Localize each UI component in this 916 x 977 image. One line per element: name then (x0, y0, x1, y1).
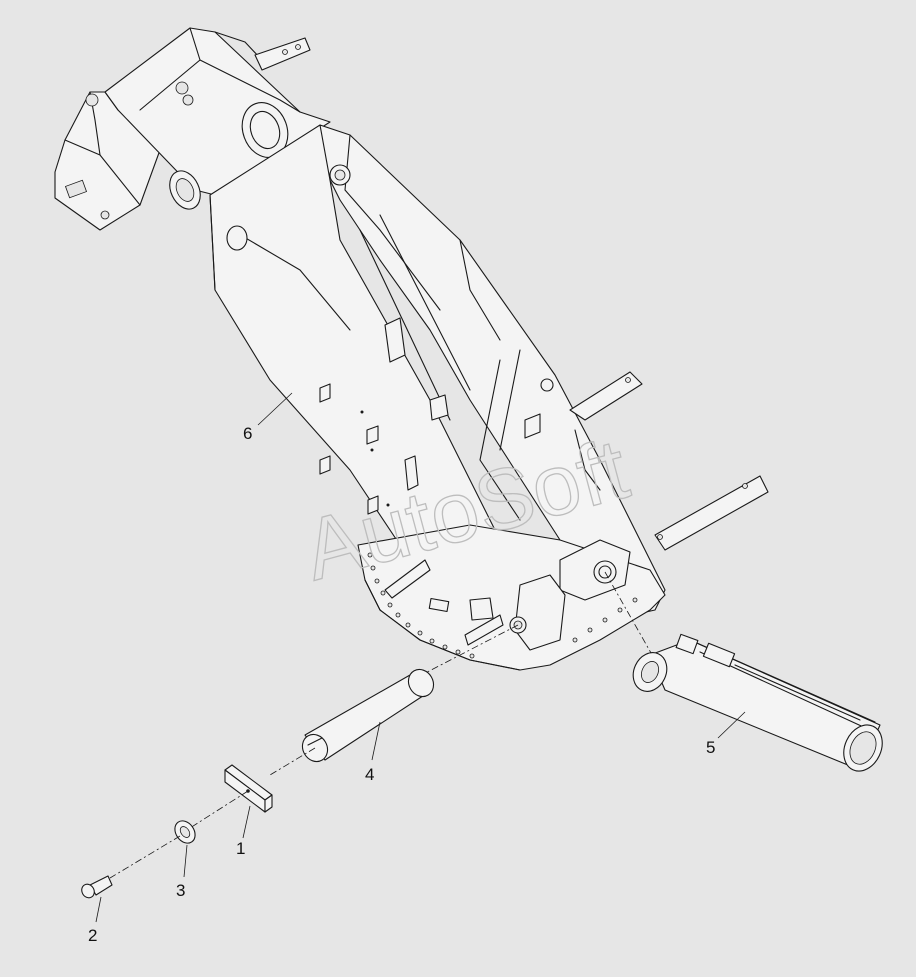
svg-text:3: 3 (176, 881, 185, 900)
bolt-part-2 (81, 875, 113, 899)
hinge-pin-part-4 (269, 668, 435, 776)
svg-text:5: 5 (706, 738, 715, 757)
svg-text:1: 1 (236, 839, 245, 858)
lock-plate-part-1 (189, 764, 273, 829)
svg-text:2: 2 (88, 926, 97, 945)
callout-3: 3 (176, 844, 188, 900)
svg-text:6: 6 (243, 424, 252, 443)
svg-text:4: 4 (365, 765, 374, 784)
callout-4: 4 (365, 721, 381, 784)
callout-5: 5 (706, 711, 746, 757)
boom-frame-part-6 (54, 27, 769, 683)
washer-part-3 (109, 820, 196, 879)
hydraulic-cylinder-part-5 (632, 633, 883, 772)
callout-2: 2 (88, 896, 102, 945)
callout-1: 1 (236, 805, 251, 858)
callout-6: 6 (243, 392, 293, 443)
turntable-bolt-holes (367, 552, 638, 659)
